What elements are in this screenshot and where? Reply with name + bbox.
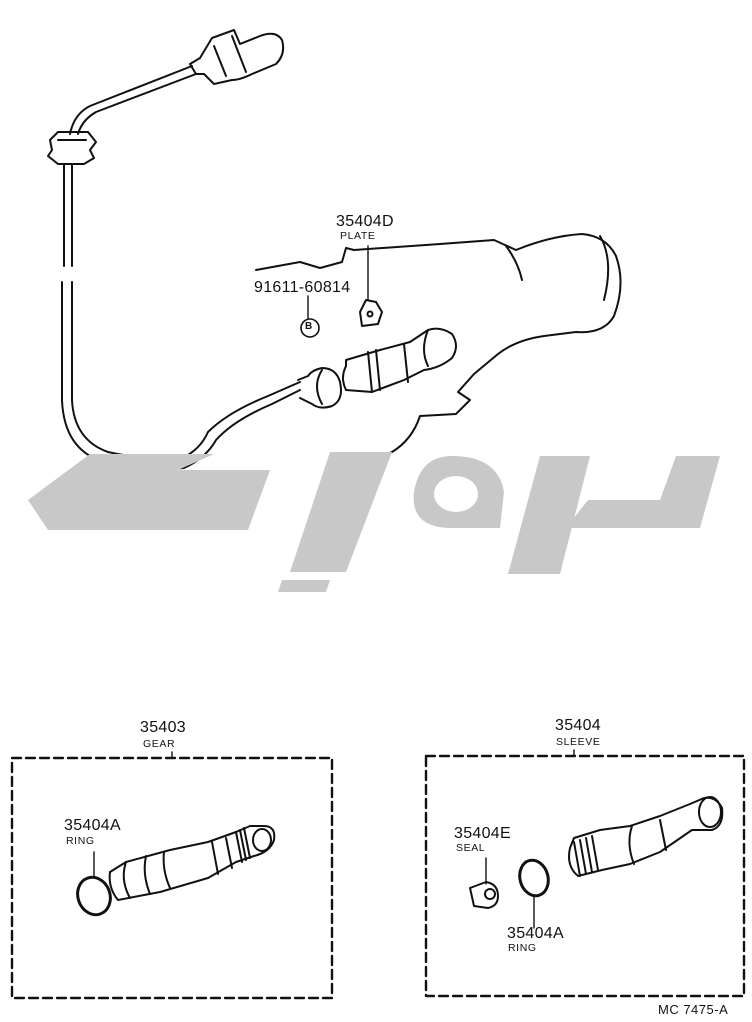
plate-name: PLATE bbox=[340, 230, 376, 242]
figure-caption: MC 7475-A bbox=[658, 1002, 729, 1017]
sleeve-ring-part bbox=[518, 858, 550, 898]
plate-part-number: 35404D bbox=[336, 213, 394, 230]
gear-ring-name: RING bbox=[66, 835, 95, 847]
bolt-part-number: 91611-60814 bbox=[254, 279, 351, 296]
seal-part bbox=[469, 881, 499, 909]
sleeve-part-number: 35404 bbox=[555, 717, 601, 734]
transmission-case bbox=[255, 233, 622, 471]
sleeve-group-frame bbox=[424, 754, 746, 998]
plate-part bbox=[359, 299, 383, 327]
gear-ring-part-number: 35404A bbox=[64, 817, 121, 834]
sleeve-ring-name: RING bbox=[508, 942, 537, 954]
cable-vertical bbox=[61, 163, 301, 471]
gear-name: GEAR bbox=[143, 738, 176, 750]
cable-end bbox=[297, 367, 342, 409]
leader-lines bbox=[93, 245, 575, 929]
cable-connector bbox=[189, 29, 285, 85]
driven-gear-assembly bbox=[342, 327, 457, 393]
bolt-marker-circle bbox=[300, 318, 320, 338]
gear-part-number: 35403 bbox=[140, 719, 186, 736]
sleeve-part bbox=[568, 796, 724, 877]
watermark bbox=[28, 452, 720, 592]
gear-group-frame bbox=[10, 756, 334, 1000]
seal-name: SEAL bbox=[456, 842, 486, 854]
cable-grommet bbox=[47, 131, 97, 165]
sleeve-ring-part-number: 35404A bbox=[507, 925, 564, 942]
seal-part-number: 35404E bbox=[454, 825, 511, 842]
bolt-marker-letter: B bbox=[305, 321, 313, 332]
gear-ring-part bbox=[76, 875, 112, 917]
sleeve-name: SLEEVE bbox=[556, 736, 601, 748]
cable-upper bbox=[69, 65, 197, 135]
gear-part bbox=[108, 825, 276, 901]
